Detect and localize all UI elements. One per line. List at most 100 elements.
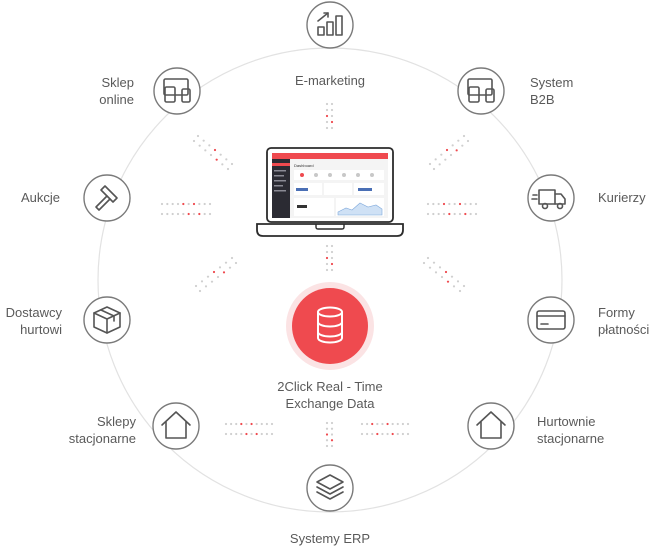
connector-dot xyxy=(218,266,222,269)
connector-dot xyxy=(458,289,462,293)
connector-dot xyxy=(225,158,228,161)
node-kurierzy[interactable] xyxy=(527,174,575,222)
connector-dot xyxy=(466,139,470,143)
node-circle[interactable] xyxy=(457,67,505,115)
connector-dot xyxy=(235,422,238,426)
node-sklep-online[interactable] xyxy=(153,67,201,115)
connector-dot xyxy=(202,139,205,142)
database-icon xyxy=(317,306,343,344)
connector-dot xyxy=(440,153,443,156)
connector-dot xyxy=(325,444,329,448)
connector-dot xyxy=(455,149,458,152)
hub-label-line-1: 2Click Real - Time xyxy=(277,379,383,394)
node-systemy-erp[interactable] xyxy=(306,464,354,512)
node-sklepy-stacjonarne[interactable] xyxy=(152,402,200,450)
connector-dot xyxy=(445,148,449,152)
node-label-e-marketing: E-marketing xyxy=(250,72,410,89)
connector-dot xyxy=(171,202,174,206)
connector-dot xyxy=(449,153,453,157)
connector-dot xyxy=(451,144,454,147)
connector-dot xyxy=(245,432,248,436)
connector-dot xyxy=(371,432,374,436)
credit-card-icon xyxy=(536,310,566,330)
laptop-base xyxy=(256,223,404,237)
node-circle[interactable] xyxy=(152,402,200,450)
node-circle[interactable] xyxy=(306,464,354,512)
connector-dot xyxy=(330,102,334,106)
node-label-line: Aukcje xyxy=(20,190,60,205)
node-system-b2b[interactable] xyxy=(457,67,505,115)
node-dostawcy-hurtowi[interactable] xyxy=(83,296,131,344)
connector-dot xyxy=(396,432,399,436)
node-e-marketing[interactable] xyxy=(306,1,354,49)
connector-dot xyxy=(208,212,212,216)
node-circle[interactable] xyxy=(527,174,575,222)
connector-dot xyxy=(196,134,200,138)
connector-dot xyxy=(255,422,258,426)
connector-dot xyxy=(325,120,329,124)
connector-dot xyxy=(391,422,394,426)
connector-dot xyxy=(203,202,206,206)
connector-dot xyxy=(325,421,329,425)
node-label-line: Kurierzy xyxy=(598,190,646,205)
connector-dot xyxy=(474,202,478,206)
connector-dot xyxy=(432,202,435,206)
node-circle[interactable] xyxy=(153,67,201,115)
node-aukcje[interactable] xyxy=(83,174,131,222)
connector-dot xyxy=(213,148,217,152)
node-hurtownie-stacjonarne[interactable] xyxy=(467,402,515,450)
node-label-line: stacjonarne xyxy=(537,431,605,446)
connector-dot xyxy=(224,261,228,264)
node-label-systemy-erp: Systemy ERP xyxy=(250,530,410,547)
connector-dot xyxy=(187,202,190,206)
node-label-line: płatności xyxy=(598,322,650,337)
hub-label-line-2: Exchange Data xyxy=(285,396,375,411)
node-circle[interactable] xyxy=(467,402,515,450)
connector-dot xyxy=(182,202,185,206)
node-label-aukcje: Aukcje xyxy=(0,189,60,206)
connector-dot xyxy=(270,432,274,436)
connector-dot xyxy=(464,202,467,206)
connector-dot xyxy=(432,167,436,171)
connector-dot xyxy=(245,422,248,426)
devices-icon xyxy=(467,78,495,103)
connector-dot xyxy=(226,167,230,171)
connector-dot xyxy=(434,271,438,274)
connector-dot xyxy=(474,212,478,216)
connector-dot xyxy=(432,212,435,216)
connector-dot xyxy=(203,212,206,216)
connector-dot xyxy=(325,250,329,254)
connector-dot xyxy=(325,427,329,430)
node-label-kurierzy: Kurierzy xyxy=(598,189,646,206)
connector-dot xyxy=(438,266,442,269)
connector-dot xyxy=(396,422,399,426)
connector-dot xyxy=(176,202,180,206)
hub-label: 2Click Real - Time Exchange Data xyxy=(230,378,430,412)
node-circle[interactable] xyxy=(527,296,575,344)
node-label-line: Sklep xyxy=(101,75,134,90)
connector-dot xyxy=(330,244,334,248)
connector-dot xyxy=(437,212,440,216)
connector-dot xyxy=(230,422,233,426)
connector-dot xyxy=(330,126,334,130)
node-label-line: Sklepy xyxy=(96,414,136,429)
connector-dot xyxy=(325,108,329,112)
connector-dot xyxy=(386,422,389,426)
connector-dot xyxy=(452,285,456,288)
connector-dot xyxy=(469,202,472,206)
node-circle[interactable] xyxy=(83,174,131,222)
connector-dot xyxy=(330,250,334,254)
connector-dot xyxy=(212,270,216,274)
connector-dot xyxy=(422,261,426,265)
node-formy-platnosci[interactable] xyxy=(527,296,575,344)
connector-dot xyxy=(325,433,329,436)
connectors xyxy=(160,102,478,448)
layers-icon xyxy=(316,474,344,500)
connector-dot xyxy=(426,212,430,216)
node-circle[interactable] xyxy=(306,1,354,49)
connector-dot xyxy=(325,439,329,442)
connector-dot xyxy=(234,261,238,265)
node-label-line: Hurtownie xyxy=(537,414,596,429)
